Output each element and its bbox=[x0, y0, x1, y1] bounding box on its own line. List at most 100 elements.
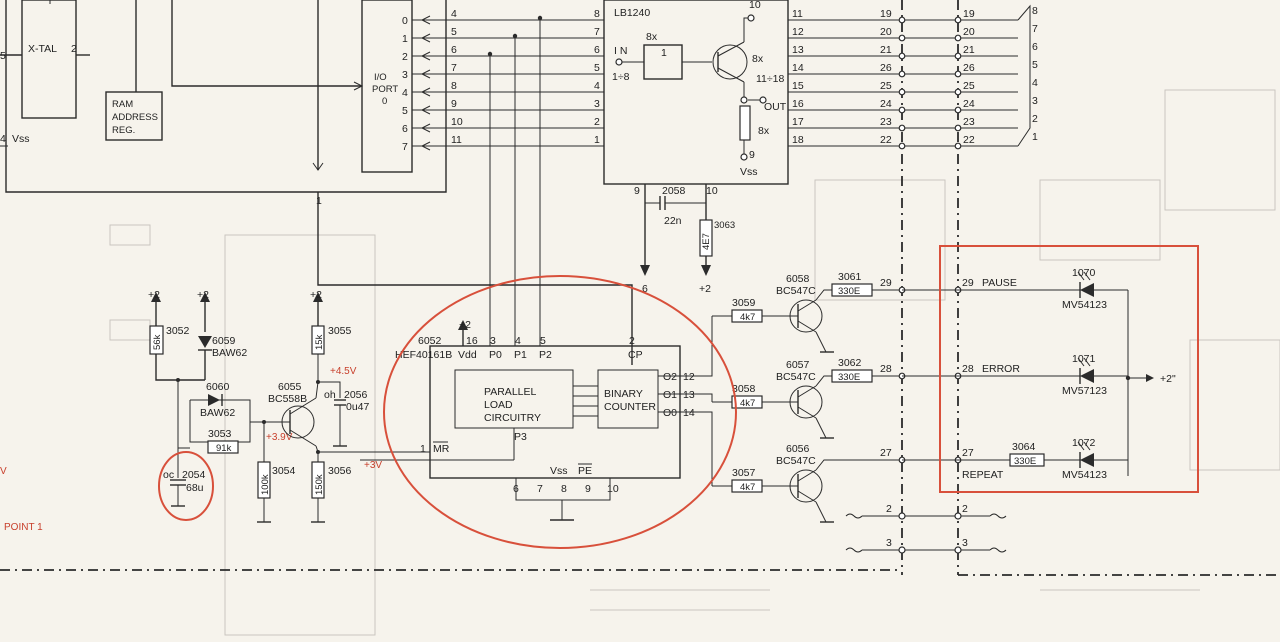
lb-right-pin: 13 bbox=[792, 44, 804, 56]
led-resistor bbox=[1009, 453, 1045, 467]
lb-left-pin: 5 bbox=[594, 62, 600, 74]
p0: P0 bbox=[489, 349, 502, 361]
led-wire-num: 27 bbox=[962, 447, 974, 459]
pin16: 16 bbox=[466, 335, 478, 347]
base-resistor-ref: 3057 bbox=[732, 467, 756, 479]
led-part: MV57123 bbox=[1062, 385, 1107, 397]
mr-pin: 1 bbox=[420, 443, 426, 455]
port-wire-num: 5 bbox=[451, 26, 457, 38]
port-wire-num: 9 bbox=[451, 98, 457, 110]
bus-far-num: 7 bbox=[1032, 23, 1038, 35]
port-wire-num: 6 bbox=[451, 44, 457, 56]
led-ray bbox=[1083, 271, 1091, 281]
bus-node bbox=[898, 142, 906, 150]
arrow-plus2: +2 bbox=[699, 283, 711, 295]
led-part: MV54123 bbox=[1062, 299, 1107, 311]
led-icon bbox=[1080, 453, 1094, 467]
counter-bottom-pin: 8 bbox=[561, 483, 567, 495]
bus-left-num: 19 bbox=[880, 8, 892, 20]
o0: O0 bbox=[663, 407, 677, 419]
c2056-ref: 2056 bbox=[344, 389, 368, 401]
bus-right-num: 19 bbox=[963, 8, 975, 20]
r3055-val: 15k bbox=[314, 334, 325, 350]
bus-bracket bbox=[1017, 4, 1031, 147]
collector-wire-num: 28 bbox=[880, 363, 892, 375]
v39: +3.9V bbox=[266, 432, 293, 443]
p2: P2 bbox=[539, 349, 552, 361]
lb-mult: 8x bbox=[646, 31, 658, 43]
lc-plus2-a: +2 bbox=[148, 289, 160, 301]
mr: MR bbox=[433, 443, 450, 455]
lb-right-pin: 12 bbox=[792, 26, 804, 38]
lb-chip-name: LB1240 bbox=[614, 7, 650, 19]
p1: P1 bbox=[514, 349, 527, 361]
port-wire-num: 4 bbox=[451, 8, 457, 20]
r3054-ref: 3054 bbox=[272, 465, 296, 477]
v3: +3V bbox=[364, 460, 382, 471]
bottom-wires: 2 2 3 3 bbox=[845, 503, 1007, 554]
bus-right-num: 21 bbox=[963, 44, 975, 56]
transistor-collector bbox=[797, 469, 817, 482]
bus-far-num: 4 bbox=[1032, 77, 1038, 89]
r3052-ref: 3052 bbox=[166, 325, 190, 337]
bc-line1: BINARY bbox=[604, 388, 643, 400]
port-pin-2: 2 bbox=[402, 51, 408, 63]
d6060-ref: 6060 bbox=[206, 381, 230, 393]
port-wire-num: 7 bbox=[451, 62, 457, 74]
collector-wire bbox=[815, 375, 902, 387]
bus-left-num: 20 bbox=[880, 26, 892, 38]
bus-right-num: 22 bbox=[963, 134, 975, 146]
base-resistor-val: 4k7 bbox=[740, 398, 755, 409]
port-arrow bbox=[420, 51, 431, 61]
bc-line2: COUNTER bbox=[604, 401, 656, 413]
led-label: PAUSE bbox=[982, 277, 1017, 289]
background-ghost bbox=[109, 89, 1280, 636]
c2056-val: 0u47 bbox=[346, 401, 370, 413]
bus-right-num: 26 bbox=[963, 62, 975, 74]
test-point-label: POINT 1 bbox=[4, 522, 43, 533]
wire2-left: 2 bbox=[886, 503, 892, 515]
pin12: 12 bbox=[683, 371, 695, 383]
lb-left-pin: 1 bbox=[594, 134, 600, 146]
lb-mult-res: 8x bbox=[758, 125, 770, 137]
bus-node bbox=[898, 70, 906, 78]
emitter-lead bbox=[815, 417, 827, 439]
transistor-ref: 6058 bbox=[786, 273, 810, 285]
r3053-ref: 3053 bbox=[208, 428, 232, 440]
collector-wire-num: 27 bbox=[880, 447, 892, 459]
collector-resistor bbox=[831, 283, 873, 297]
port-wire-num: 8 bbox=[451, 80, 457, 92]
lb-right-pin: 16 bbox=[792, 98, 804, 110]
port-wire-num: 11 bbox=[451, 134, 462, 146]
led-resistor-ref: 3064 bbox=[1012, 441, 1036, 453]
port-arrow bbox=[420, 87, 431, 97]
wire3-right: 3 bbox=[962, 537, 968, 549]
bus-node bbox=[898, 124, 906, 132]
plc-line1: PARALLEL bbox=[484, 386, 536, 398]
lb-left-pin: 4 bbox=[594, 80, 600, 92]
led-supply: +2" bbox=[1160, 373, 1176, 385]
emitter-lead bbox=[815, 501, 827, 523]
base-resistor-ref: 3058 bbox=[732, 383, 756, 395]
vdd: Vdd bbox=[458, 349, 477, 361]
counter-bottom-pin: 9 bbox=[585, 483, 591, 495]
led-icon bbox=[1080, 283, 1094, 297]
collector-resistor-val: 330E bbox=[838, 372, 860, 383]
r3052-val: 56k bbox=[152, 334, 163, 350]
port-pin-0: 0 bbox=[402, 15, 408, 27]
pin3: 3 bbox=[490, 335, 496, 347]
counter-output-wire bbox=[710, 316, 713, 377]
q6055-part: BC558B bbox=[268, 393, 307, 405]
led-resistor-val: 330E bbox=[1014, 456, 1036, 467]
counter-part: HEF40161B bbox=[395, 349, 452, 361]
c2054-tag: oc bbox=[163, 469, 174, 481]
port-pin-6: 6 bbox=[402, 123, 408, 135]
bus-left-num: 21 bbox=[880, 44, 892, 56]
o1: O1 bbox=[663, 389, 677, 401]
lc-plus2-c: +2 bbox=[310, 289, 322, 301]
bus-left-num: 22 bbox=[880, 134, 892, 146]
counter-bottom-pin: 10 bbox=[607, 483, 619, 495]
